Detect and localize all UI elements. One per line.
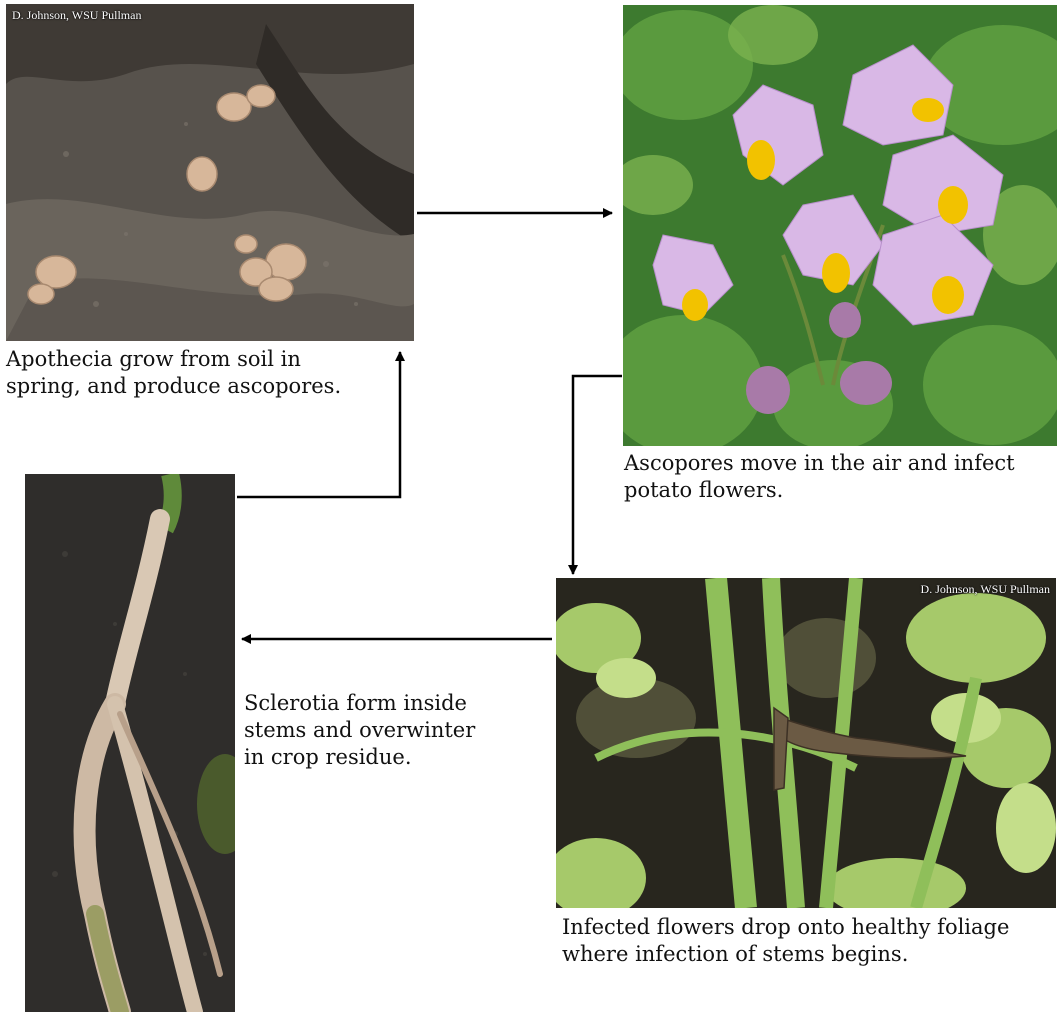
infected-foliage-photo: D. Johnson, WSU Pullman [556,578,1056,908]
photo-credit: D. Johnson, WSU Pullman [921,582,1050,597]
caption-line: in crop residue. [244,744,475,771]
caption-line: spring, and produce ascopores. [6,373,341,400]
caption-line: potato flowers. [624,477,1015,504]
flowers-caption: Ascopores move in the air and infect pot… [624,450,1015,504]
apothecia-caption: Apothecia grow from soil in spring, and … [6,346,341,400]
arrow-flowers-to-infection [573,376,622,574]
sclerotia-stem-photo [25,474,235,1012]
caption-line: Sclerotia form inside [244,690,475,717]
caption-line: stems and overwinter [244,717,475,744]
sclerotia-caption: Sclerotia form inside stems and overwint… [244,690,475,771]
apothecia-photo: D. Johnson, WSU Pullman [6,4,414,341]
potato-flowers-photo [623,5,1057,446]
infection-caption: Infected flowers drop onto healthy folia… [562,914,1009,968]
caption-line: where infection of stems begins. [562,941,1009,968]
caption-line: Apothecia grow from soil in [6,346,341,373]
caption-line: Ascopores move in the air and infect [624,450,1015,477]
caption-line: Infected flowers drop onto healthy folia… [562,914,1009,941]
photo-credit: D. Johnson, WSU Pullman [12,8,141,23]
